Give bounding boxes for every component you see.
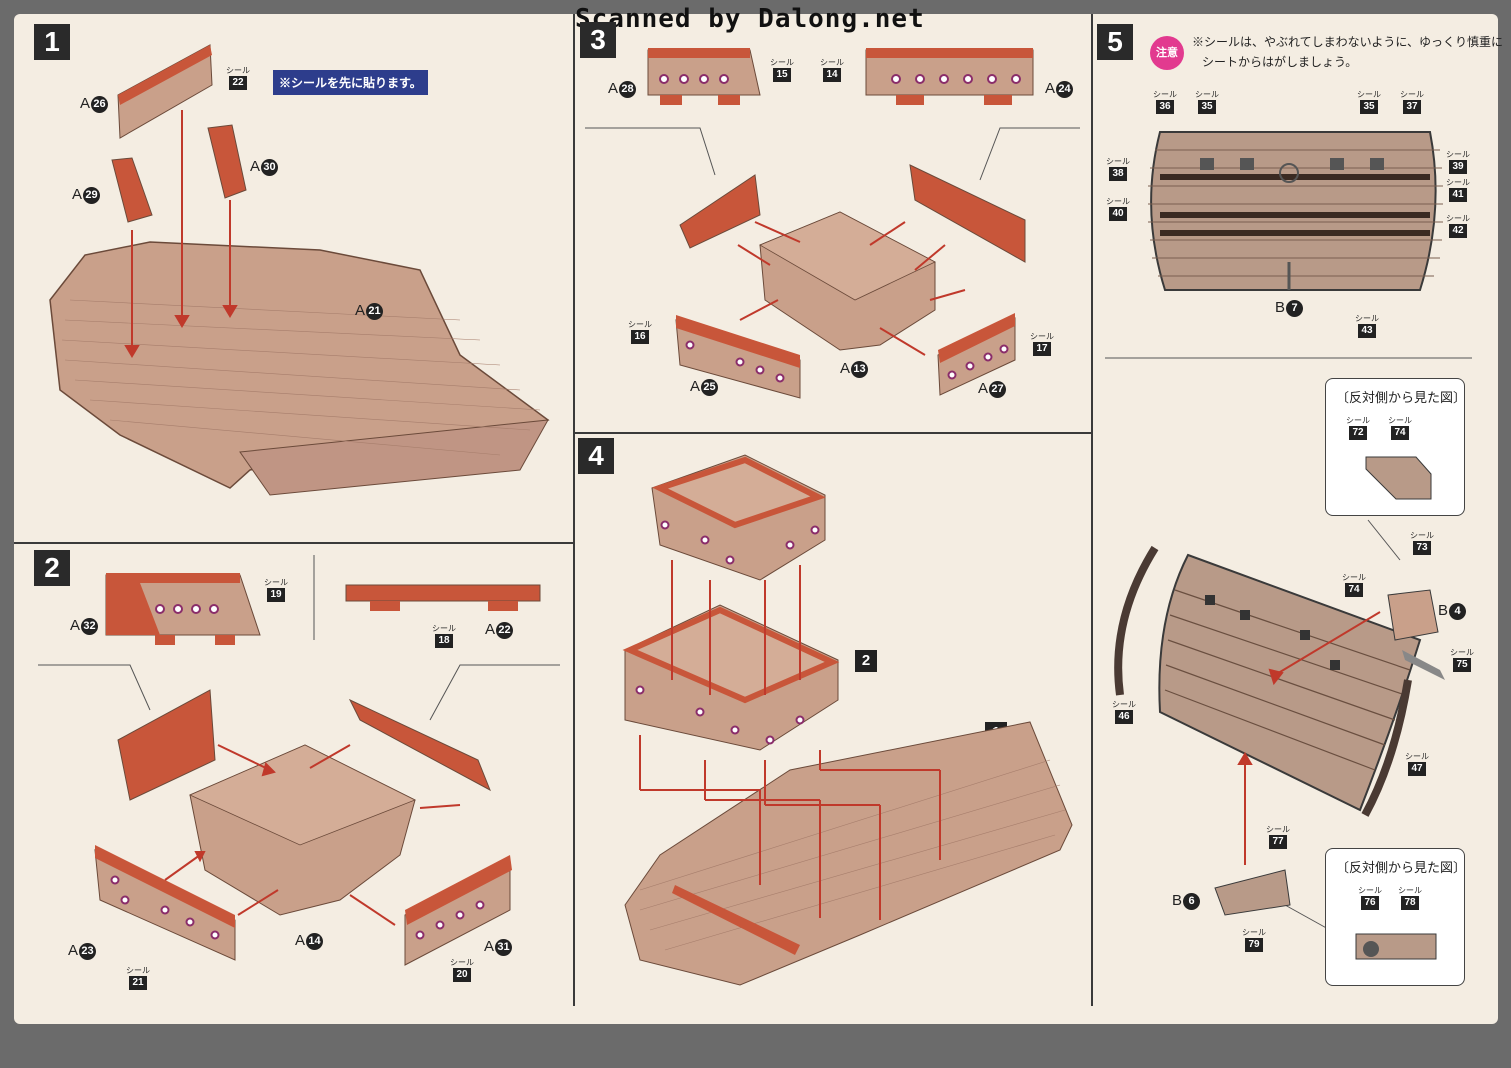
rail-upper-left — [117, 689, 216, 801]
step-1-note: ※シールを先に貼ります。 — [273, 70, 428, 95]
rail-3-upper-left — [679, 174, 761, 249]
divider-4 — [574, 432, 1091, 434]
part-a29 — [111, 157, 153, 223]
part-b6 — [1214, 869, 1291, 916]
inset-1-title: 〔反対側から見た図〕 — [1336, 390, 1467, 405]
step-5-number: 5 — [1097, 24, 1133, 60]
inset-opposite-view-2: 〔反対側から見た図〕 — [1325, 848, 1467, 986]
panel-b7 — [1150, 131, 1437, 291]
step-4-number: 4 — [578, 438, 614, 474]
stern-extension — [239, 419, 549, 496]
curved-strip-47 — [1361, 679, 1412, 817]
rail-3-upper-right — [909, 164, 1026, 263]
part-75 — [1402, 650, 1445, 680]
step-2-number: 2 — [34, 550, 70, 586]
divider-3 — [14, 542, 574, 544]
caution-line-2: シートからはがしましょう。 — [1202, 55, 1358, 69]
inset-opposite-view-1: 〔反対側から見た図〕 — [1325, 378, 1467, 516]
caution-badge: 注意 — [1150, 36, 1184, 70]
inset-2-title: 〔反対側から見た図〕 — [1336, 860, 1467, 875]
curved-strip-46 — [1114, 545, 1159, 696]
scan-watermark: Scanned by Dalong.net — [575, 4, 925, 34]
divider-1 — [573, 14, 575, 1006]
side-rail — [672, 885, 800, 955]
part-b4 — [1387, 589, 1439, 641]
divider-2 — [1091, 14, 1093, 1006]
part-a22 — [345, 584, 541, 602]
step-1-number: 1 — [34, 24, 70, 60]
rail-upper-right — [348, 698, 491, 792]
caution-line-1: ※シールは、やぶれてしまわないように、ゆっくり慎重に — [1192, 35, 1504, 49]
part-a30 — [207, 124, 247, 199]
ref-step-2: 2 — [855, 650, 877, 672]
step-3-number: 3 — [580, 22, 616, 58]
